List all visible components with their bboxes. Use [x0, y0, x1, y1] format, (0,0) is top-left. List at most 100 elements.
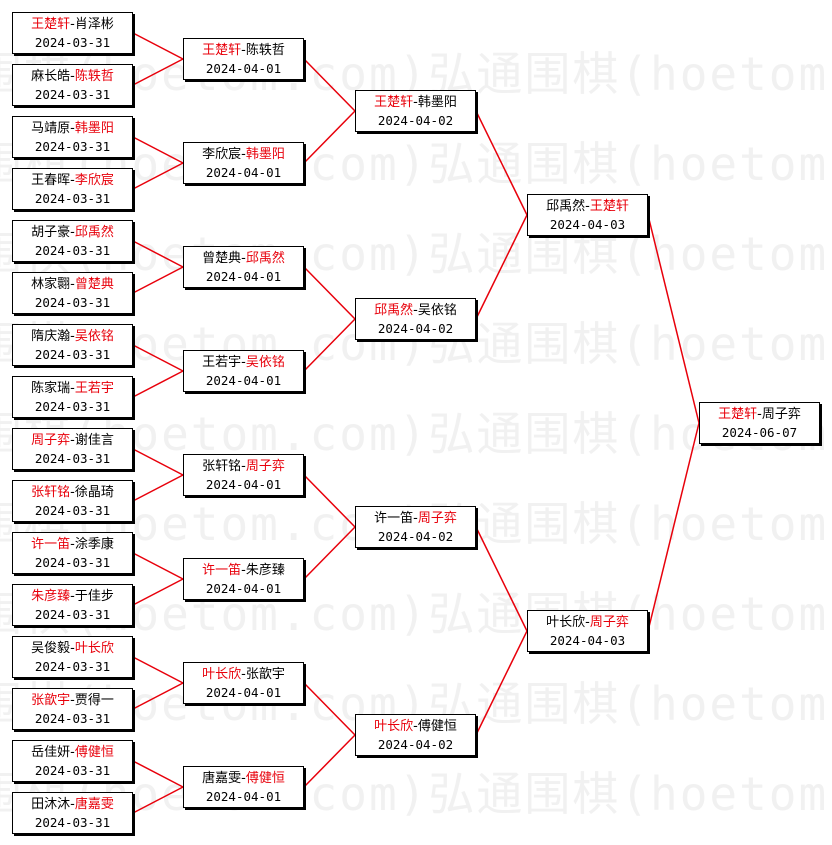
connector-line — [132, 162, 184, 190]
player-name: 邱禹然 — [374, 303, 414, 318]
player-name: 傅健恒 — [245, 771, 285, 786]
connector-line — [132, 370, 184, 398]
connector-line — [475, 630, 528, 736]
connector-line — [475, 110, 528, 216]
separator: - — [70, 693, 75, 708]
separator: - — [70, 173, 75, 188]
player-name: 韩墨阳 — [417, 95, 457, 110]
match-players: 许一笛-周子弈 — [356, 510, 475, 528]
player-name: 岳佳妍 — [31, 745, 71, 760]
connector-line — [132, 760, 184, 788]
separator: - — [70, 381, 75, 396]
player-name: 陈轶哲 — [74, 69, 114, 84]
match-players: 吴俊毅-叶长欣 — [13, 640, 132, 658]
player-name: 曾楚典 — [74, 277, 114, 292]
connector-line — [303, 58, 356, 112]
separator: - — [70, 17, 75, 32]
separator: - — [241, 147, 246, 162]
match-players: 邱禹然-王楚轩 — [528, 198, 647, 216]
separator: - — [241, 563, 246, 578]
separator: - — [413, 719, 418, 734]
separator: - — [70, 537, 75, 552]
connector-line — [132, 786, 184, 814]
connector-line — [303, 474, 356, 528]
match-players: 胡子豪-邱禹然 — [13, 224, 132, 242]
player-name: 邱禹然 — [74, 225, 114, 240]
separator: - — [241, 355, 246, 370]
separator: - — [70, 485, 75, 500]
connector-line — [132, 682, 184, 710]
connector-line — [132, 474, 184, 502]
player-name: 涂季康 — [74, 537, 114, 552]
separator: - — [70, 641, 75, 656]
separator: - — [413, 511, 418, 526]
player-name: 王若宇 — [202, 355, 242, 370]
connector-line — [132, 32, 184, 60]
player-name: 叶长欣 — [74, 641, 114, 656]
separator: - — [70, 69, 75, 84]
match-date: 2024-04-01 — [205, 61, 282, 76]
player-name: 徐晶琦 — [74, 485, 114, 500]
player-name: 李欣宸 — [74, 173, 114, 188]
match-date: 2024-03-31 — [34, 191, 111, 206]
match-date: 2024-04-01 — [205, 477, 282, 492]
player-name: 马靖原 — [31, 121, 71, 136]
connector-line — [475, 526, 528, 632]
match-date: 2024-03-31 — [34, 399, 111, 414]
match-date: 2024-03-31 — [34, 659, 111, 674]
match-date: 2024-04-02 — [377, 529, 454, 544]
connector-line — [132, 656, 184, 684]
player-name: 肖泽彬 — [74, 17, 114, 32]
player-name: 王楚轩 — [31, 17, 71, 32]
match-date: 2024-03-31 — [34, 87, 111, 102]
player-name: 吴依铭 — [74, 329, 114, 344]
match-date: 2024-04-02 — [377, 113, 454, 128]
match-players: 周子弈-谢佳言 — [13, 432, 132, 450]
match-date: 2024-03-31 — [34, 815, 111, 830]
separator: - — [70, 121, 75, 136]
match-date: 2024-03-31 — [34, 295, 111, 310]
connector-line — [132, 578, 184, 606]
match-date: 2024-03-31 — [34, 451, 111, 466]
separator: - — [241, 251, 246, 266]
match-players: 王楚轩-韩墨阳 — [356, 94, 475, 112]
separator: - — [70, 433, 75, 448]
connector-line — [647, 422, 700, 632]
player-name: 吴俊毅 — [31, 641, 71, 656]
connector-line — [303, 734, 356, 788]
match-players: 叶长欣-周子弈 — [528, 614, 647, 632]
player-name: 韩墨阳 — [74, 121, 114, 136]
connector-line — [132, 136, 184, 164]
player-name: 许一笛 — [374, 511, 414, 526]
match-date: 2024-06-07 — [721, 425, 798, 440]
separator: - — [241, 459, 246, 474]
separator: - — [70, 329, 75, 344]
connector-line — [132, 58, 184, 86]
connector-line — [303, 682, 356, 736]
player-name: 张轩铭 — [31, 485, 71, 500]
separator: - — [413, 95, 418, 110]
separator: - — [413, 303, 418, 318]
match-date: 2024-03-31 — [34, 555, 111, 570]
